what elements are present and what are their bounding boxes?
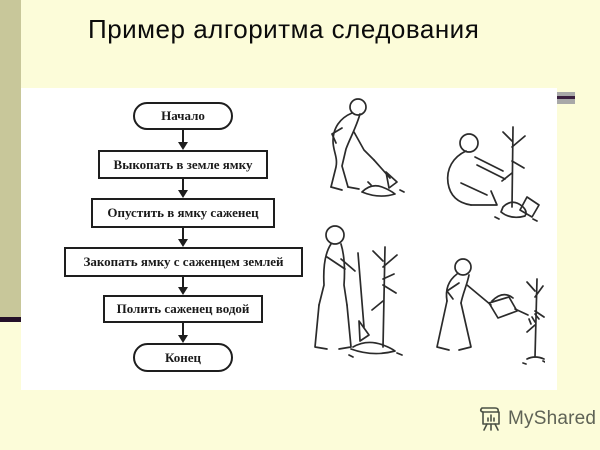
flow-arrow-icon	[177, 228, 189, 247]
myshared-logo-icon	[479, 407, 500, 431]
top-right-deco	[553, 92, 575, 104]
left-accent-underline	[0, 317, 23, 322]
boy-watering-seedling-illustration	[415, 253, 545, 368]
flow-node-water: Полить саженец водой	[103, 295, 263, 323]
boy-planting-seedling-illustration	[431, 121, 541, 223]
boy-digging-hole-illustration	[298, 94, 413, 202]
boy-filling-hole-with-shovel-illustration	[301, 223, 405, 363]
flow-arrow-icon	[177, 179, 189, 198]
top-right-deco-line	[553, 96, 575, 99]
watermark-label: MyShared	[508, 408, 597, 429]
flow-node-start: Начало	[133, 102, 233, 130]
left-accent-bar	[0, 0, 21, 317]
flow-node-bury: Закопать ямку с саженцем землей	[64, 247, 303, 277]
flow-node-end: Конец	[133, 343, 233, 372]
myshared-watermark: MyShared	[478, 406, 596, 432]
flow-node-lower-seedling: Опустить в ямку саженец	[91, 198, 275, 228]
flowchart-image-panel: Начало Выкопать в земле ямку Опустить в …	[21, 88, 557, 390]
flow-arrow-icon	[177, 277, 189, 295]
flow-arrow-icon	[177, 323, 189, 343]
flow-node-dig: Выкопать в земле ямку	[98, 150, 268, 179]
flow-arrow-icon	[177, 130, 189, 150]
slide-title: Пример алгоритма следования	[88, 14, 480, 44]
